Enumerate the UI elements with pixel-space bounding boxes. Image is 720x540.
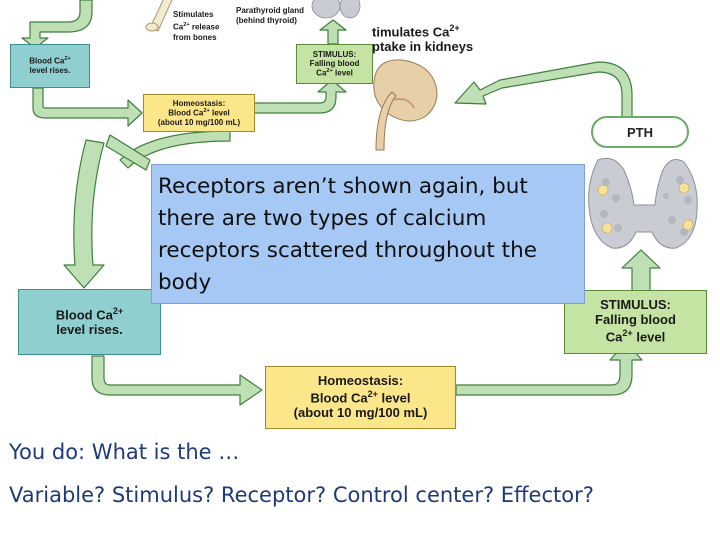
top-homeostasis-box: Homeostasis:Blood Ca2+ level(about 10 mg…	[143, 94, 255, 132]
arrow-big-left-curve	[63, 139, 105, 289]
question-line-1: You do: What is the …	[9, 440, 240, 464]
bones-label: Stimulates Ca2+ release from bones	[173, 10, 220, 42]
pth-label: PTH	[591, 116, 689, 148]
top-blood-rises-box: Blood Ca2+level rises.	[10, 44, 90, 88]
kidney-icon	[373, 59, 438, 151]
bone-icon	[145, 0, 173, 32]
top-arrow-blood-to-homeostasis	[32, 87, 143, 127]
parathyroid-label: Parathyroid gland (behind thyroid)	[236, 6, 305, 25]
small-thyroid-icon	[311, 0, 361, 19]
top-arrow-stimulus-up	[319, 19, 347, 45]
kidney-label: timulates Ca2+ ptake in kidneys	[372, 23, 474, 55]
receptors-caption: Receptors aren’t shown again, but there …	[151, 164, 585, 304]
thyroid-icon	[588, 157, 698, 249]
top-arrow-blood-corner	[119, 130, 231, 169]
question-line-2: Variable? Stimulus? Receptor? Control ce…	[9, 483, 594, 507]
homeostasis-box: Homeostasis:Blood Ca2+ level(about 10 mg…	[265, 366, 456, 429]
arrow-blood-to-homeostasis	[91, 355, 263, 406]
blood-rises-box: Blood Ca2+level rises.	[18, 289, 161, 355]
top-arrow-bones-to-blood	[21, 0, 93, 49]
top-arrow-homeostasis-to-stimulus	[253, 79, 347, 114]
arrow-big-left-curve-2	[105, 134, 151, 171]
arrow-pth-to-kidney	[454, 61, 633, 119]
